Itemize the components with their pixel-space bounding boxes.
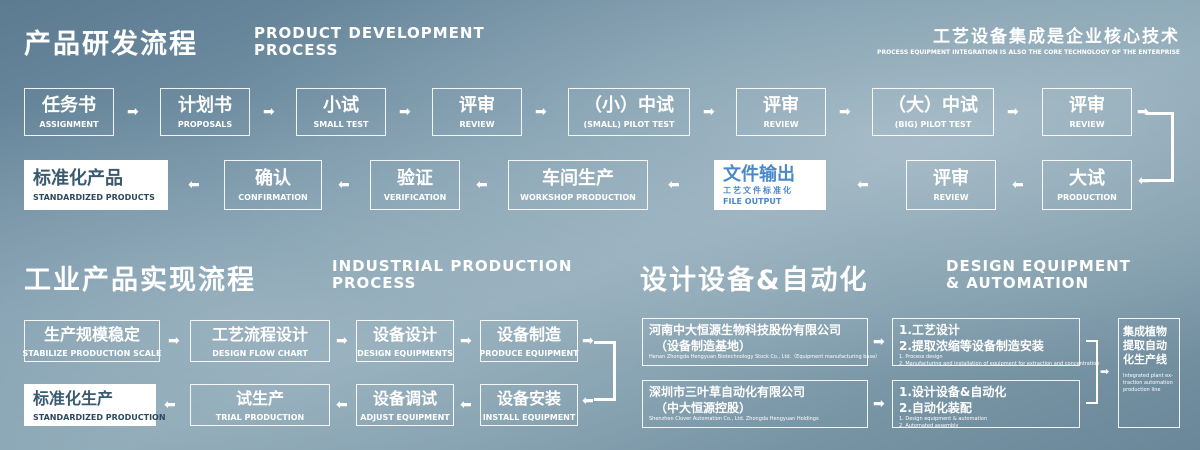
arrow-right-icon: ➡	[839, 104, 851, 120]
task-automation: 1.设计设备&自动化 2.自动化装配 1. Design equipment &…	[892, 380, 1080, 429]
arrow-right-icon: ➡	[535, 104, 547, 120]
arrow-right-icon: ➡	[168, 333, 180, 349]
arrow-left-icon: ➡	[164, 397, 176, 413]
arrow-right-icon: ➡	[873, 334, 885, 350]
arrow-left-icon: ➡	[1138, 173, 1150, 189]
arrow-left-icon: ➡	[460, 397, 472, 413]
core-slogan-en: PROCESS EQUIPMENT INTEGRATION IS ALSO TH…	[877, 49, 1180, 56]
arrow-left-icon: ➡	[188, 177, 200, 193]
design-title: 设计设备&自动化	[640, 265, 869, 296]
arrow-right-icon: ➡	[873, 396, 885, 412]
step-file-output: 文件输出 工艺文件标准化 FILE OUTPUT	[714, 160, 826, 210]
arrow-right-icon: ➡	[460, 333, 472, 349]
arrow-left-icon: ➡	[857, 177, 869, 193]
company-henan: 河南中大恒源生物科技股份有限公司 （设备制造基地） Henan Zhongda …	[642, 318, 880, 366]
arrow-left-icon: ➡	[582, 393, 594, 409]
step-big-pilot: （大）中试(BIG) PILOT TEST	[872, 88, 994, 136]
industrial-title: 工业产品实现流程	[24, 265, 256, 296]
arrow-right-icon: ➡	[399, 104, 411, 120]
arrow-right-icon: ➡	[1137, 104, 1149, 120]
arrow-right-icon: ➡	[1100, 365, 1110, 378]
arrow-right-icon: ➡	[336, 333, 348, 349]
arrow-right-icon: ➡	[703, 104, 715, 120]
product-title: 产品研发流程	[24, 29, 198, 60]
arrow-left-icon: ➡	[1012, 177, 1024, 193]
merge-connector	[1086, 340, 1098, 404]
core-slogan: 工艺设备集成是企业核心技术	[933, 27, 1180, 47]
arrow-right-icon: ➡	[1007, 104, 1019, 120]
arrow-right-icon: ➡	[127, 104, 139, 120]
arrow-right-icon: ➡	[582, 333, 594, 349]
flow-connector	[1146, 112, 1174, 182]
design-title-en: DESIGN EQUIPMENT& AUTOMATION	[946, 257, 1131, 292]
arrow-left-icon: ➡	[476, 177, 488, 193]
company-shenzhen: 深圳市三叶草自动化有限公司 （中大恒源控股） Shenzhen Clover A…	[642, 380, 868, 428]
step-small-pilot: （小）中试(SMALL) PILOT TEST	[568, 88, 690, 136]
arrow-left-icon: ➡	[336, 397, 348, 413]
arrow-right-icon: ➡	[263, 104, 275, 120]
flow-connector	[594, 341, 616, 401]
result-production-line: 集成植物 提取自动 化生产线 Integrated plant ex- trac…	[1118, 318, 1180, 428]
arrow-left-icon: ➡	[668, 177, 680, 193]
arrow-left-icon: ➡	[338, 177, 350, 193]
task-process-design: 1.工艺设计 2.提取浓缩等设备制造安装 1. Process design 2…	[892, 318, 1099, 367]
